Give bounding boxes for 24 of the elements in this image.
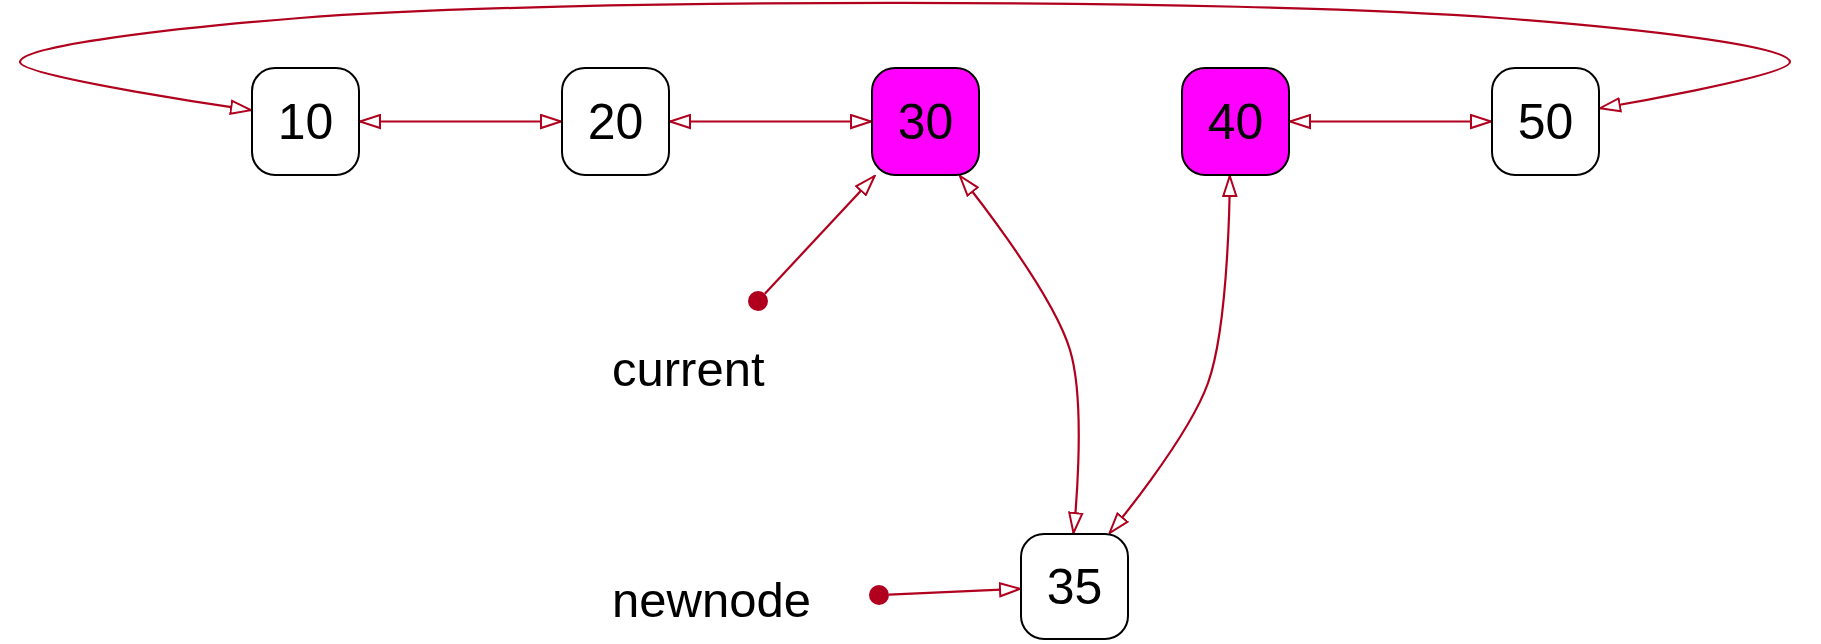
arrow	[18, 1, 1792, 115]
pointer-label: current	[612, 345, 765, 394]
list-node	[251, 67, 360, 176]
highlighted-list-node	[1181, 67, 1290, 176]
list-node	[1020, 533, 1129, 640]
highlighted-list-node	[871, 67, 980, 176]
arrow	[1108, 175, 1238, 534]
arrow	[1289, 114, 1492, 129]
pointer-label: newnode	[612, 576, 811, 625]
list-node	[1491, 67, 1600, 176]
node-value: 50	[1517, 96, 1574, 147]
pointer-dot	[748, 291, 768, 311]
list-node	[561, 67, 670, 176]
arrow	[958, 175, 1084, 534]
node-value: 35	[1046, 561, 1103, 612]
arrow	[764, 175, 876, 295]
node-value: 10	[277, 96, 334, 147]
pointer-dot	[869, 585, 889, 605]
node-value: 20	[587, 96, 644, 147]
node-value: 40	[1207, 96, 1264, 147]
arrow	[888, 582, 1021, 598]
node-value: 30	[897, 96, 954, 147]
arrow	[669, 114, 872, 129]
arrow	[359, 114, 562, 129]
